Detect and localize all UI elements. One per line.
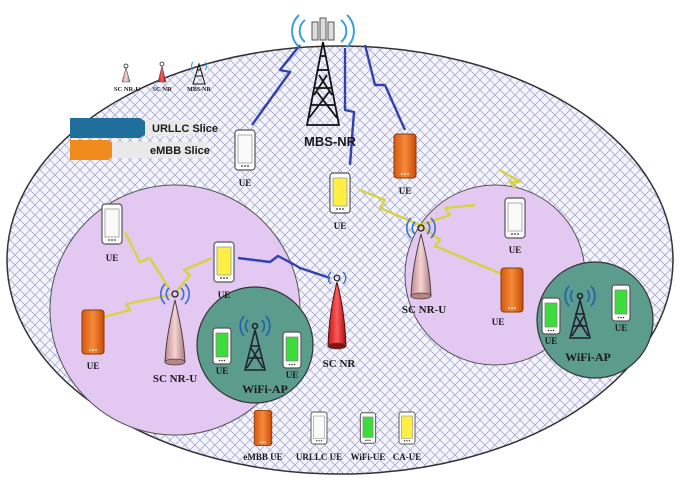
ue-label: UE	[106, 253, 119, 263]
ue-ca-center	[329, 172, 351, 214]
legend-embb-ue-icon	[253, 410, 273, 447]
ue-label: UE	[399, 186, 412, 196]
ue-label: UE	[334, 221, 347, 231]
mbs-label: MBS-NR	[304, 134, 357, 149]
sc-nru-tower-left	[159, 283, 191, 366]
ue-label: UE	[216, 366, 229, 376]
ue-label: UE	[286, 370, 299, 380]
sc-nru-left-label: SC NR-U	[153, 373, 197, 385]
legend-wifi-ue-icon	[359, 412, 377, 444]
ue-type-legend: eMBB UE URLLC UE WiFi-UE CA-UE	[243, 410, 421, 462]
legend-mbs-label: MBS-NR	[187, 87, 211, 93]
ue-ca-left	[213, 241, 235, 283]
ue-wifi-right-2	[611, 284, 631, 322]
urllc-slice-arrow	[70, 118, 155, 138]
legend-embb-ue-label: eMBB UE	[243, 452, 282, 462]
legend-sc-nru-label: SC NR-U	[114, 86, 140, 93]
slice-legend: URLLC Slice eMBB Slice	[70, 118, 218, 160]
wifi-ap-left-label: WiFi-AP	[242, 382, 288, 396]
ue-label: UE	[545, 336, 558, 346]
legend-mbs-icon	[191, 61, 207, 85]
legend-ca-ue-icon	[398, 411, 416, 445]
tower-legend: SC NR-U SC NR MBS-NR	[114, 61, 211, 93]
legend-ca-ue-label: CA-UE	[393, 452, 422, 462]
ue-label: UE	[492, 317, 505, 327]
ue-urllc-right	[504, 197, 526, 239]
legend-sc-nru-icon	[121, 63, 131, 83]
yellow-links	[99, 168, 522, 320]
legend-urllc-ue-label: URLLC UE	[296, 452, 342, 462]
ue-embb-left	[81, 309, 105, 355]
urllc-slice-label: URLLC Slice	[152, 123, 218, 135]
mbs-links	[237, 44, 407, 280]
ue-wifi-right-1	[541, 297, 561, 335]
legend-sc-nr-label: SC NR	[152, 86, 172, 93]
ue-embb-top-right	[393, 133, 417, 179]
legend-sc-nr-icon	[157, 61, 167, 83]
mbs-tower	[305, 17, 341, 126]
wifi-cell-left-area	[196, 286, 314, 404]
sc-nru-tower-right	[405, 217, 437, 300]
ue-urllc-left	[101, 203, 123, 245]
ue-label: UE	[218, 290, 231, 300]
mbs-signal-icon	[291, 14, 355, 48]
embb-slice-label: eMBB Slice	[150, 145, 210, 157]
sc-nru-right-label: SC NR-U	[402, 304, 446, 316]
ue-embb-right	[500, 267, 524, 313]
ue-wifi-left-2	[282, 331, 302, 369]
legend-urllc-ue-icon	[310, 411, 328, 445]
ue-wifi-left-1	[212, 327, 232, 365]
ue-urllc-top-left	[234, 129, 256, 171]
ue-label: UE	[509, 245, 522, 255]
ue-label: UE	[615, 323, 628, 333]
ue-label: UE	[239, 178, 252, 188]
wifi-ap-right-icon	[564, 285, 596, 339]
sc-nr-label: SC NR	[323, 358, 357, 370]
wifi-ap-right-label: WiFi-AP	[565, 350, 611, 364]
embb-slice-arrow	[70, 140, 122, 160]
ue-label: UE	[87, 361, 100, 371]
wifi-ap-left-icon	[239, 315, 271, 371]
legend-wifi-ue-label: WiFi-UE	[351, 452, 386, 462]
sc-nr-tower	[327, 271, 347, 350]
